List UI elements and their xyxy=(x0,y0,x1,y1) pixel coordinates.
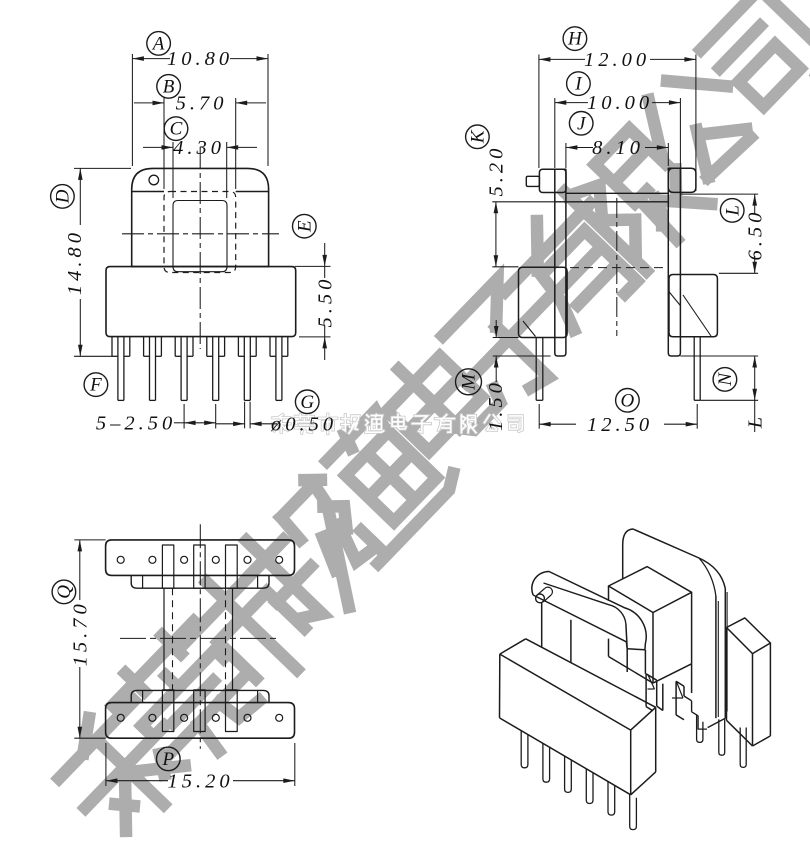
svg-text:15.70: 15.70 xyxy=(69,600,91,666)
svg-text:E: E xyxy=(294,220,315,233)
svg-text:5–2.50: 5–2.50 xyxy=(96,412,176,434)
svg-text:5.50: 5.50 xyxy=(314,276,336,328)
svg-text:I: I xyxy=(574,74,583,95)
svg-text:8.10: 8.10 xyxy=(592,137,644,159)
svg-text:10.80: 10.80 xyxy=(167,48,233,70)
svg-text:ø0.50: ø0.50 xyxy=(270,413,337,435)
svg-text:14.80: 14.80 xyxy=(64,229,86,295)
svg-text:D: D xyxy=(53,189,74,204)
svg-text:G: G xyxy=(300,392,314,413)
svg-text:O: O xyxy=(621,390,635,411)
svg-text:12.50: 12.50 xyxy=(587,414,653,436)
svg-text:J: J xyxy=(577,113,587,134)
svg-text:10.00: 10.00 xyxy=(587,92,653,114)
svg-text:P: P xyxy=(161,749,174,770)
svg-text:C: C xyxy=(170,119,183,140)
svg-text:5.20: 5.20 xyxy=(485,145,507,197)
svg-text:K: K xyxy=(468,129,489,144)
svg-text:M: M xyxy=(459,373,480,391)
svg-text:L: L xyxy=(722,205,743,217)
svg-text:4.30: 4.30 xyxy=(173,137,225,159)
svg-text:B: B xyxy=(163,77,175,98)
svg-text:15.20: 15.20 xyxy=(167,770,233,792)
svg-text:6.50: 6.50 xyxy=(745,209,767,261)
svg-text:L: L xyxy=(745,413,767,429)
svg-text:5.70: 5.70 xyxy=(176,93,228,115)
svg-text:H: H xyxy=(567,29,583,50)
svg-text:1.50: 1.50 xyxy=(485,379,507,431)
svg-text:F: F xyxy=(89,375,102,396)
svg-text:12.00: 12.00 xyxy=(584,49,650,71)
svg-text:Q: Q xyxy=(54,585,75,599)
svg-text:N: N xyxy=(715,372,736,387)
svg-text:A: A xyxy=(151,34,165,55)
